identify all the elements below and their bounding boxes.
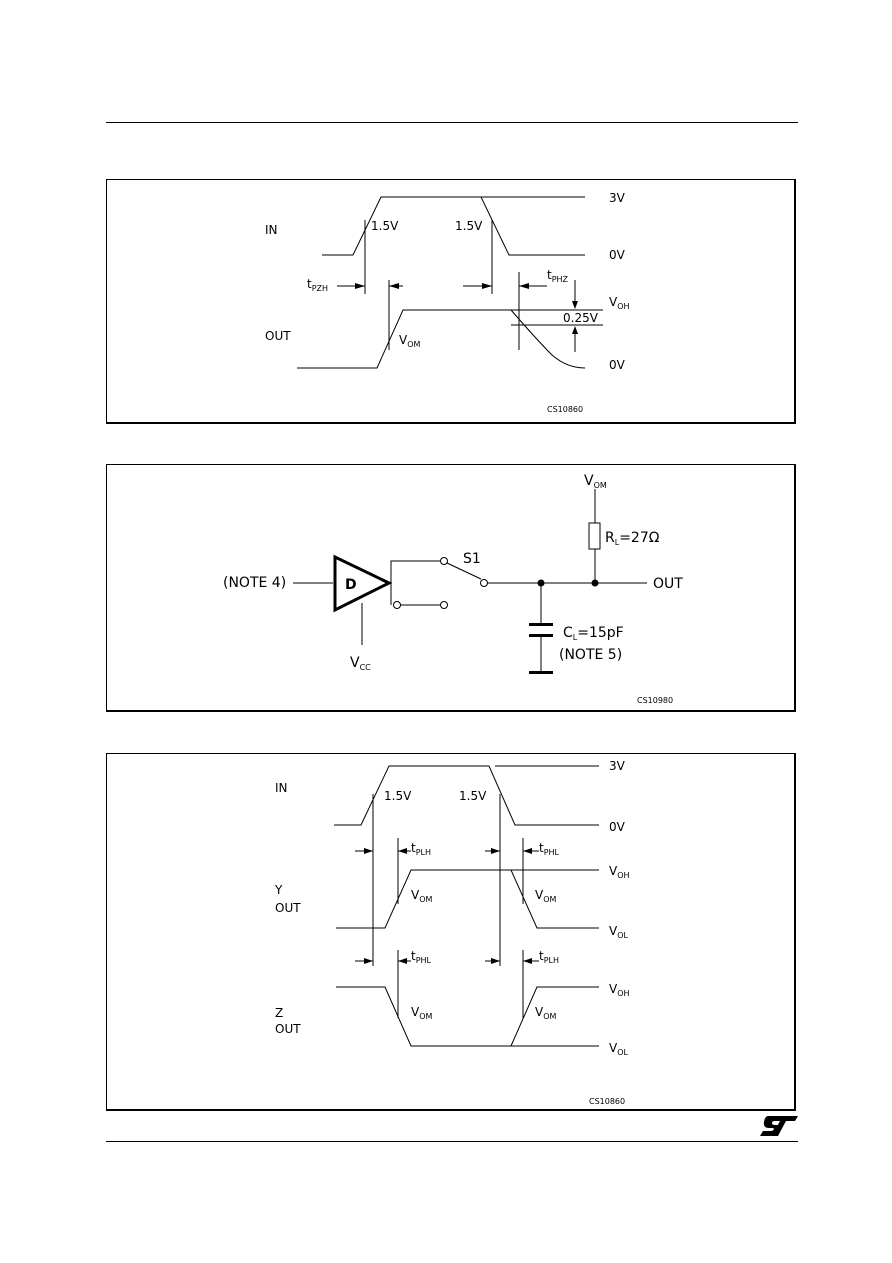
y-out-waveform xyxy=(336,869,599,929)
ground-bar xyxy=(529,671,553,674)
vom-label-y-fall: VOM xyxy=(535,888,557,904)
vom-label-y-rise: VOM xyxy=(411,888,433,904)
z-label: Z xyxy=(275,1006,283,1020)
driver-label: D xyxy=(345,577,357,593)
vol-label-z: VOL xyxy=(609,1041,629,1057)
0v-label-out: 0V xyxy=(609,358,626,372)
driver-output-wire xyxy=(390,560,440,583)
node-rl xyxy=(591,579,599,587)
voh-label: VOH xyxy=(609,295,630,311)
tpzh-label: tPZH xyxy=(307,277,328,293)
0p25v-label: 0.25V xyxy=(563,311,599,325)
3v-label: 3V xyxy=(609,191,626,205)
vom-label-z-rise: VOM xyxy=(535,1005,557,1021)
out-label: OUT xyxy=(653,576,683,592)
st-logo-icon xyxy=(760,1116,798,1136)
switch-contact-bottom xyxy=(440,601,448,609)
y-label: Y xyxy=(274,883,283,897)
cl-plate-top xyxy=(529,623,553,626)
switch-blade xyxy=(446,562,482,580)
s1-label: S1 xyxy=(463,551,481,567)
out-label: OUT xyxy=(265,329,291,343)
figure-code: CS10980 xyxy=(637,696,673,705)
timing-waveform-enable: IN OUT 3V 0V 0V 1.5V 1.5V tPZH tPHZ VOH … xyxy=(265,191,630,414)
note5-label: (NOTE 5) xyxy=(559,647,622,663)
driver-symbol xyxy=(333,554,393,613)
tplh-label-y: tPLH xyxy=(411,841,431,857)
voh-label-y: VOH xyxy=(609,864,630,880)
vol-label-y: VOL xyxy=(609,924,629,940)
figure-code: CS10860 xyxy=(547,405,583,414)
in-label: IN xyxy=(265,223,278,237)
test-circuit-diagram: D (NOTE 4) S1 OUT VOM RL=27Ω CL=15pF (NO… xyxy=(223,473,683,705)
out-waveform xyxy=(297,309,511,369)
out-fall-curve xyxy=(510,309,586,369)
tphz-label: tPHZ xyxy=(547,268,569,284)
1p5v-label-fall: 1.5V xyxy=(455,219,483,233)
switch-contact-top xyxy=(440,557,448,565)
cl-plate-bottom xyxy=(529,634,553,637)
timing-panel-propagation: IN 3V 0V 1.5V 1.5V tPLH tPHL Y OUT VOH V… xyxy=(106,753,796,1111)
voh-label-z: VOH xyxy=(609,982,630,998)
tphl-label-y: tPHL xyxy=(539,841,560,857)
test-circuit-panel: D (NOTE 4) S1 OUT VOM RL=27Ω CL=15pF (NO… xyxy=(106,464,796,712)
vom-label-z-fall: VOM xyxy=(411,1005,433,1021)
rl-resistor xyxy=(588,522,601,550)
z-out-waveform xyxy=(336,986,599,1047)
note4-label: (NOTE 4) xyxy=(223,575,286,591)
figure-code: CS10860 xyxy=(589,1097,625,1106)
in-label: IN xyxy=(275,781,288,795)
tplh-label-z: tPLH xyxy=(539,949,559,965)
vom-label: VOM xyxy=(584,473,607,490)
in-waveform xyxy=(322,196,585,256)
timing-waveform-propagation: IN 3V 0V 1.5V 1.5V tPLH tPHL Y OUT VOH V… xyxy=(274,759,630,1106)
vcc-label: VCC xyxy=(350,655,371,672)
0v-label-in: 0V xyxy=(609,248,626,262)
footer-rule xyxy=(106,1141,798,1142)
0v-label: 0V xyxy=(609,820,626,834)
3v-label: 3V xyxy=(609,759,626,773)
rl-label: RL=27Ω xyxy=(605,530,660,547)
cl-label: CL=15pF xyxy=(563,625,624,642)
y-out-label: OUT xyxy=(275,901,301,915)
timing-panel-enable: IN OUT 3V 0V 0V 1.5V 1.5V tPZH tPHZ VOH … xyxy=(106,179,796,424)
tphl-label-z: tPHL xyxy=(411,949,432,965)
1p5v-label-fall: 1.5V xyxy=(459,789,487,803)
in-waveform xyxy=(334,765,599,826)
vom-label: VOM xyxy=(399,333,421,349)
header-rule xyxy=(106,122,798,123)
node-cl xyxy=(537,579,545,587)
1p5v-label-rise: 1.5V xyxy=(371,219,399,233)
z-out-label: OUT xyxy=(275,1022,301,1036)
switch-pivot xyxy=(480,579,488,587)
1p5v-label-rise: 1.5V xyxy=(384,789,412,803)
